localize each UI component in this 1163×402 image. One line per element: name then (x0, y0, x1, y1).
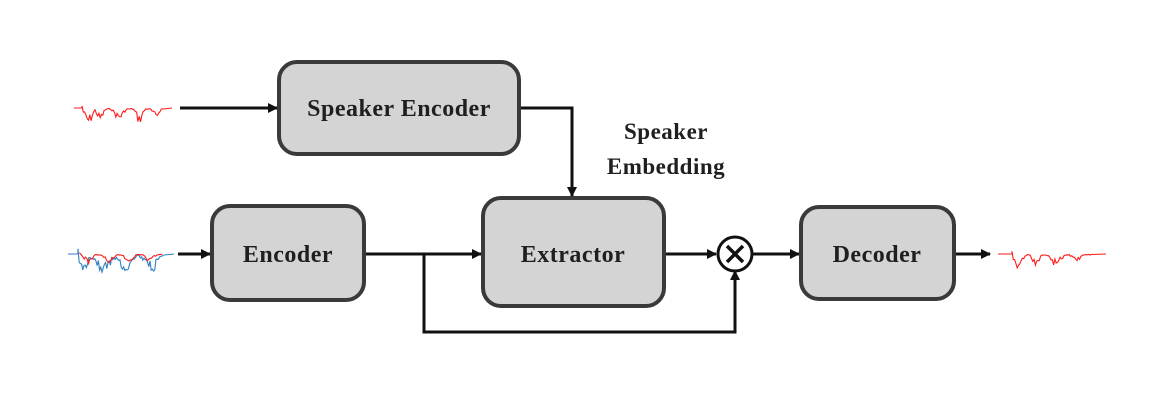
encoder-label: Encoder (243, 242, 333, 268)
speaker-embedding-line1: Speaker (624, 119, 708, 144)
decoder-block: Decoder (799, 205, 956, 301)
output-waveform-icon (998, 251, 1107, 270)
arrow-speaker-encoder-to-extractor (519, 106, 577, 197)
speaker-encoder-block: Speaker Encoder (277, 60, 521, 156)
speaker-embedding-label: Speaker Embedding (607, 119, 725, 179)
speaker-encoder-label: Speaker Encoder (307, 96, 491, 122)
speaker-embedding-line2: Embedding (607, 154, 725, 179)
skip-connection-to-mask (422, 254, 740, 334)
connections (178, 103, 991, 334)
waveform-trace (79, 251, 163, 266)
extractor-block: Extractor (481, 196, 666, 308)
encoder-block: Encoder (210, 204, 366, 302)
decoder-label: Decoder (833, 242, 922, 268)
reference-waveform-icon (74, 105, 173, 123)
multiply-node (716, 235, 754, 273)
mixture-waveform-icon (68, 248, 175, 275)
waveform-trace (74, 105, 173, 123)
waveform-trace (998, 251, 1107, 270)
waveform-trace (68, 248, 175, 275)
extractor-label: Extractor (521, 242, 625, 268)
